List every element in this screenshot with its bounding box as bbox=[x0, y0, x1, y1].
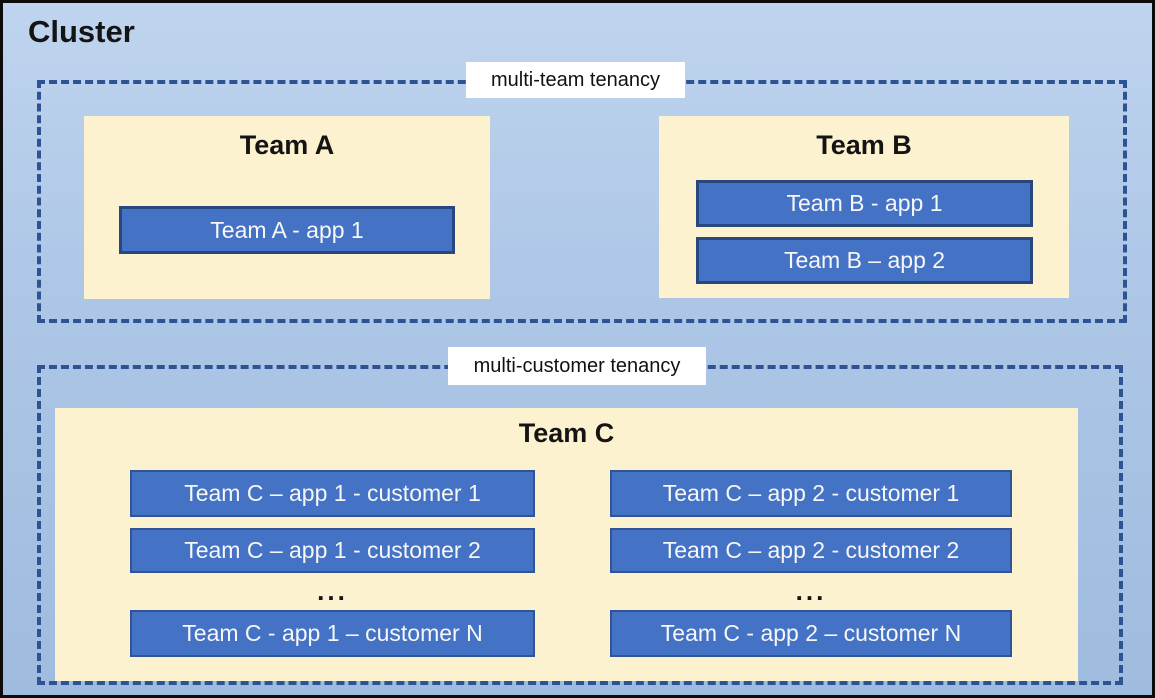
cluster-title: Cluster bbox=[28, 14, 135, 49]
team-c-box: Team C Team C – app 1 - customer 1 Team … bbox=[55, 408, 1078, 681]
multi-customer-tenancy-label: multi-customer tenancy bbox=[448, 347, 706, 385]
team-b-box: Team B Team B - app 1 Team B – app 2 bbox=[659, 116, 1069, 298]
team-c-title: Team C bbox=[518, 418, 615, 448]
team-b-app-1-box: Team B - app 1 bbox=[696, 180, 1033, 227]
team-b-app-2-box: Team B – app 2 bbox=[696, 237, 1033, 284]
team-c-app1-customer2-box: Team C – app 1 - customer 2 bbox=[130, 528, 535, 573]
multi-team-tenancy-label: multi-team tenancy bbox=[466, 62, 685, 98]
team-b-title: Team B bbox=[816, 130, 912, 160]
team-c-app2-customer2-box: Team C – app 2 - customer 2 bbox=[610, 528, 1012, 573]
team-a-box: Team A Team A - app 1 bbox=[84, 116, 490, 299]
team-c-app2-ellipsis: ... bbox=[795, 575, 827, 606]
team-c-app1-ellipsis: ... bbox=[317, 575, 348, 606]
team-c-app2-customer1-box: Team C – app 2 - customer 1 bbox=[610, 470, 1012, 517]
team-c-app2-customerN-box: Team C - app 2 – customer N bbox=[610, 610, 1012, 657]
team-c-app1-customer1-box: Team C – app 1 - customer 1 bbox=[130, 470, 535, 517]
team-a-title: Team A bbox=[239, 130, 335, 160]
team-c-app1-customerN-box: Team C - app 1 – customer N bbox=[130, 610, 535, 657]
team-a-app-1-box: Team A - app 1 bbox=[119, 206, 455, 254]
